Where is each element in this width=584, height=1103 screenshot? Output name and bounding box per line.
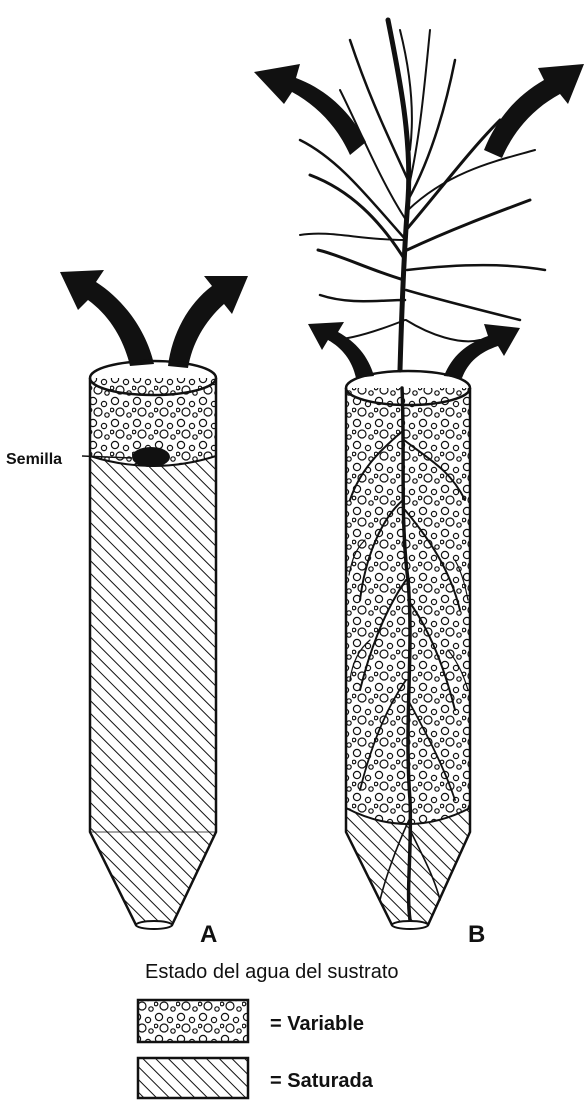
container-b-label: B: [468, 921, 485, 948]
legend-label-saturated: = Saturada: [270, 1070, 374, 1092]
container-a: Semilla A: [6, 270, 248, 948]
legend-title: Estado del agua del sustrato: [145, 961, 399, 983]
transpiration-arrow-right-b: [484, 64, 584, 158]
evaporation-arrow-right-b: [444, 324, 520, 378]
seed-label: Semilla: [6, 451, 62, 468]
evaporation-arrow-right-a: [168, 276, 248, 368]
container-a-label: A: [200, 921, 217, 948]
legend-swatch-variable: [138, 1000, 248, 1042]
legend: Estado del agua del sustrato = Variable …: [138, 961, 399, 1098]
legend-swatch-saturated: [138, 1058, 248, 1098]
container-b: B: [254, 20, 584, 948]
evaporation-arrow-left-b: [308, 322, 374, 378]
saturated-zone-a: [90, 456, 216, 925]
seed: [132, 447, 170, 467]
evaporation-arrow-left-a: [60, 270, 154, 366]
legend-label-variable: = Variable: [270, 1013, 364, 1035]
seedling-foliage: [300, 20, 545, 370]
